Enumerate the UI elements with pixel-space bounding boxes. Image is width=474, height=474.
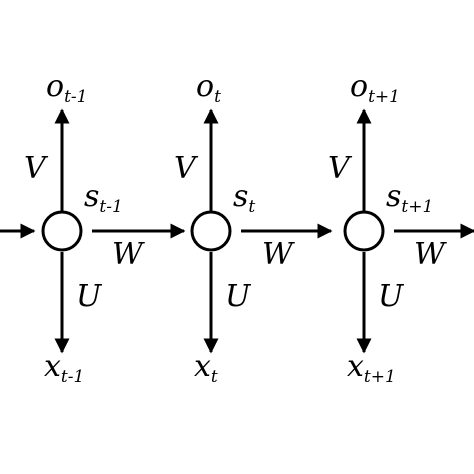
u-weight-label: U — [225, 279, 252, 314]
state-label: st-1 — [84, 179, 123, 217]
output-label: ot — [196, 69, 221, 107]
rnn-cell-t-plus-1: ot+1 V st+1 W U xt+1 — [328, 69, 474, 387]
v-weight-label: V — [24, 151, 49, 186]
input-label: xt+1 — [347, 349, 396, 387]
input-label: xt — [194, 349, 218, 387]
w-weight-label: W — [262, 237, 295, 272]
w-weight-label: W — [112, 237, 145, 272]
state-label: st+1 — [386, 179, 433, 217]
v-weight-label: V — [174, 151, 199, 186]
v-weight-label: V — [328, 151, 353, 186]
u-weight-label: U — [76, 279, 103, 314]
rnn-cell-t: ot V st W U xt — [174, 69, 333, 387]
rnn-cell-t-minus-1: ot-1 V st-1 W U xt-1 — [24, 69, 186, 387]
w-weight-label: W — [414, 237, 447, 272]
hidden-state-node — [190, 210, 232, 252]
input-label: xt-1 — [44, 349, 84, 387]
hidden-state-node — [41, 210, 83, 252]
state-label: st — [233, 179, 255, 217]
u-weight-label: U — [378, 279, 405, 314]
hidden-state-node — [343, 210, 385, 252]
output-label: ot-1 — [46, 69, 87, 107]
output-label: ot+1 — [350, 69, 400, 107]
